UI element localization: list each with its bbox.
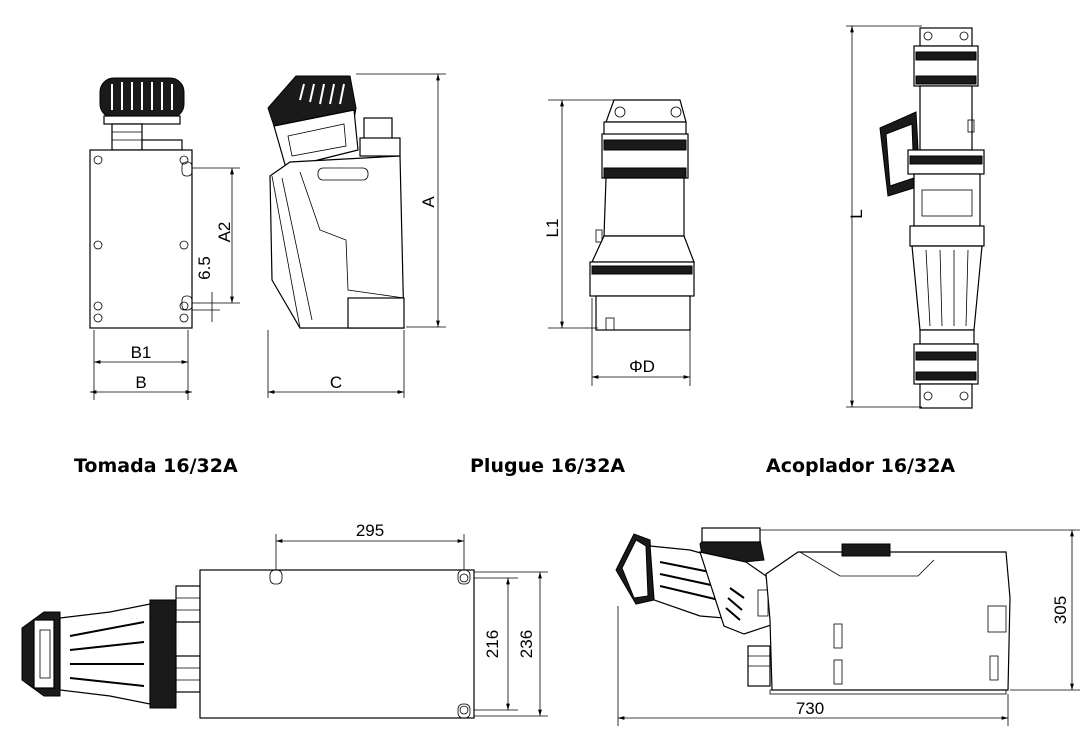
dim-295-label: 295 (356, 521, 384, 540)
dim-730-label: 730 (796, 699, 824, 718)
dim-a-label: A (419, 196, 438, 208)
dim-b1-label: B1 (131, 343, 152, 362)
dim-diameter-label: ΦD (629, 357, 655, 376)
caption-socket: Tomada 16/32A (74, 455, 238, 477)
combo-top-view: 295 216 236 (21, 521, 548, 719)
dim-236-label: 236 (517, 630, 536, 658)
coupler-view: L (846, 25, 985, 409)
caption-plug: Plugue 16/32A (470, 455, 625, 477)
dim-305-label: 305 (1051, 596, 1070, 624)
dim-a2-label: A2 (215, 222, 234, 243)
dim-b-label: B (135, 373, 146, 392)
dim-offset-label: 6.5 (195, 256, 214, 280)
caption-coupler: Acoplador 16/32A (766, 455, 955, 477)
socket-front-view: B1 B A2 6.5 (89, 77, 240, 400)
plug-view: L1 ΦD (543, 99, 695, 386)
dim-l-label: L (847, 209, 866, 218)
socket-side-view: C A (267, 73, 446, 398)
dim-c-label: C (330, 373, 342, 392)
dim-216-label: 216 (483, 630, 502, 658)
combo-side-view: 730 305 (615, 527, 1080, 726)
dim-l1-label: L1 (543, 219, 562, 238)
